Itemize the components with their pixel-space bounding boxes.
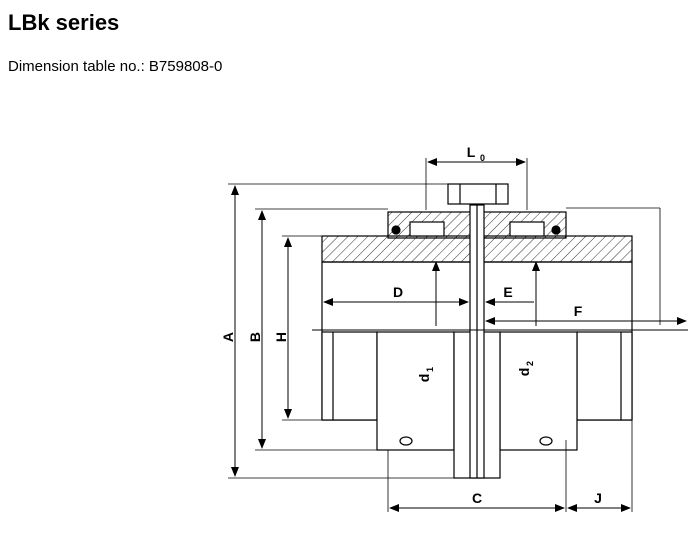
label-L-subscript: 0 (480, 153, 485, 163)
label-H: H (273, 332, 289, 342)
label-E: E (503, 284, 512, 300)
label-A: A (220, 332, 236, 342)
label-J: J (594, 490, 602, 506)
label-L: L (467, 144, 476, 160)
label-d1-subscript: 1 (425, 367, 435, 372)
label-d2: d (516, 368, 532, 377)
label-d2-group: d 2 (516, 361, 535, 376)
label-d1: d (416, 374, 432, 383)
label-d1-group: d 1 (416, 367, 435, 382)
label-B: B (247, 332, 263, 342)
coupling-body (321, 183, 633, 479)
label-F: F (574, 303, 583, 319)
dimension-table-number: Dimension table no.: B759808-0 (8, 58, 223, 75)
page-title: LBk series (8, 10, 120, 35)
label-D: D (393, 284, 403, 300)
label-C: C (472, 490, 482, 506)
label-d2-subscript: 2 (525, 361, 535, 366)
